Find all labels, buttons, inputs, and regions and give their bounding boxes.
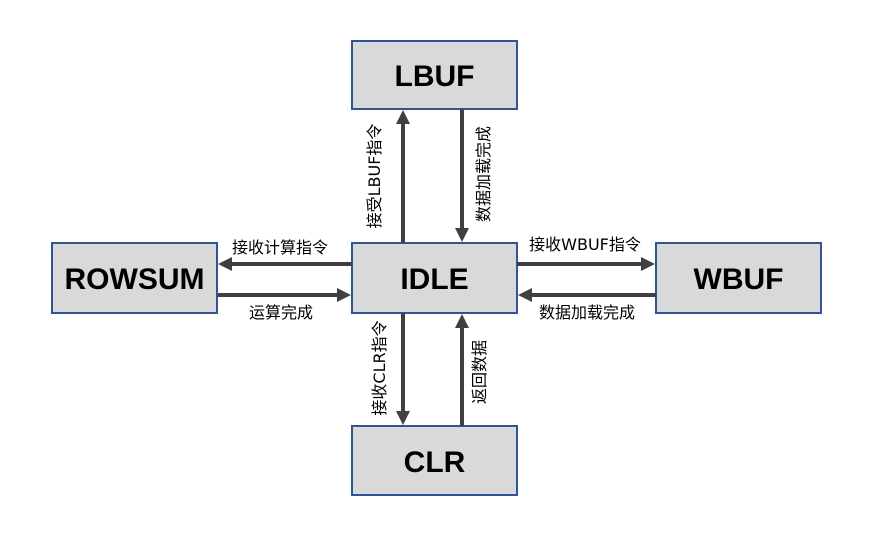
- arrow-idle-to-wbuf-head: [641, 257, 655, 271]
- label-clr-to-idle: 返回数据: [470, 340, 489, 404]
- arrow-lbuf-to-idle: [455, 109, 469, 242]
- state-clr-box: [351, 425, 518, 496]
- state-idle-label: IDLE: [400, 263, 468, 296]
- state-lbuf-box: [351, 40, 518, 110]
- state-idle-box: [351, 242, 518, 314]
- state-idle: IDLE: [351, 242, 518, 314]
- state-clr-label: CLR: [404, 446, 466, 479]
- state-lbuf: LBUF: [351, 40, 518, 110]
- state-wbuf-box: [655, 242, 822, 314]
- state-wbuf-label: WBUF: [694, 263, 784, 296]
- label-idle-to-rowsum: 接收计算指令: [232, 238, 328, 257]
- label-lbuf-to-idle: 数据加载完成: [474, 126, 493, 222]
- arrow-clr-to-idle: [455, 314, 469, 426]
- state-lbuf-label: LBUF: [395, 60, 475, 93]
- state-rowsum: ROWSUM: [51, 242, 218, 314]
- arrow-clr-to-idle-head: [455, 314, 469, 328]
- label-idle-to-lbuf: 接受LBUF指令: [365, 124, 384, 229]
- arrow-idle-to-rowsum: [218, 257, 352, 271]
- arrow-idle-to-lbuf-head: [396, 110, 410, 124]
- arrow-wbuf-to-idle: [518, 288, 656, 302]
- label-idle-to-clr: 接收CLR指令: [370, 320, 389, 415]
- arrow-idle-to-clr-head: [396, 411, 410, 425]
- arrow-idle-to-rowsum-head: [218, 257, 232, 271]
- state-rowsum-label: ROWSUM: [65, 263, 205, 296]
- state-rowsum-box: [51, 242, 218, 314]
- arrow-lbuf-to-idle-head: [455, 228, 469, 242]
- arrow-idle-to-lbuf: [396, 110, 410, 243]
- arrow-idle-to-clr: [396, 313, 410, 425]
- arrow-rowsum-to-idle: [218, 288, 351, 302]
- label-idle-to-wbuf: 接收WBUF指令: [529, 235, 641, 254]
- arrow-wbuf-to-idle-head: [518, 288, 532, 302]
- label-wbuf-to-idle: 数据加载完成: [539, 303, 635, 322]
- arrow-idle-to-wbuf: [517, 257, 655, 271]
- arrow-rowsum-to-idle-head: [337, 288, 351, 302]
- label-rowsum-to-idle: 运算完成: [249, 303, 313, 322]
- state-clr: CLR: [351, 425, 518, 496]
- state-wbuf: WBUF: [655, 242, 822, 314]
